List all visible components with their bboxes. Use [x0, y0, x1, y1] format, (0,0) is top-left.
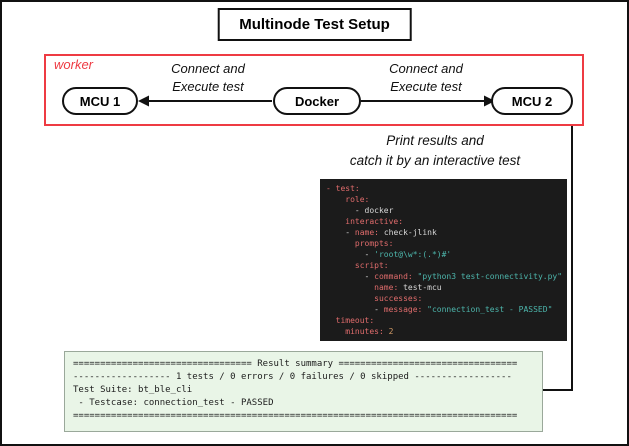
arrow-label-left: Connect and Execute test: [148, 60, 268, 96]
code-line: - name: check-jlink: [326, 228, 437, 237]
print-results-caption-line1: Print results and: [386, 133, 484, 148]
print-results-caption: Print results and catch it by an interac…: [302, 131, 568, 171]
worker-to-result-connector-vertical: [571, 126, 573, 391]
code-line: timeout:: [335, 316, 375, 325]
result-summary-block: ================================= Result…: [64, 351, 543, 432]
code-line: minutes: 2: [345, 327, 394, 336]
arrow-label-right: Connect and Execute test: [366, 60, 486, 96]
page-title: Multinode Test Setup: [217, 8, 412, 41]
node-docker-label: Docker: [294, 93, 340, 109]
result-line: - Testcase: connection_test - PASSED: [73, 398, 274, 408]
code-line: - docker: [326, 206, 394, 215]
result-line: ------------------ 1 tests / 0 errors / …: [73, 372, 512, 382]
code-line: interactive:: [345, 217, 404, 226]
result-line: ========================================…: [73, 411, 518, 421]
node-mcu1-label: MCU 1: [79, 93, 121, 109]
arrow-label-right-line1: Connect and: [389, 61, 463, 76]
node-mcu1: MCU 1: [62, 87, 138, 115]
worker-group-box: [44, 54, 584, 126]
code-line: prompts:: [354, 239, 394, 248]
code-line: - command: "python3 test-connectivity.py…: [326, 272, 563, 281]
arrow-label-left-line2: Execute test: [172, 79, 244, 94]
code-line: script:: [354, 261, 389, 270]
result-line: ================================= Result…: [73, 359, 518, 369]
code-line: - message: "connection_test - PASSED": [326, 305, 553, 314]
worker-group-label: worker: [54, 57, 94, 72]
code-line: role:: [345, 195, 370, 204]
node-mcu2-label: MCU 2: [511, 93, 553, 109]
node-docker: Docker: [273, 87, 361, 115]
yaml-code-block: - test: role: - docker interactive: - na…: [320, 179, 567, 341]
result-line: Test Suite: bt_ble_cli: [73, 385, 193, 395]
code-line: - test:: [326, 184, 360, 193]
code-line: successes:: [374, 294, 423, 303]
worker-to-result-connector-horizontal: [543, 389, 573, 391]
arrow-label-right-line2: Execute test: [390, 79, 462, 94]
print-results-caption-line2: catch it by an interactive test: [349, 153, 521, 168]
arrow-label-left-line1: Connect and: [171, 61, 245, 76]
code-line: - 'root@\w*:(.*)#': [326, 250, 452, 259]
code-line: name: test-mcu: [374, 283, 442, 292]
node-mcu2: MCU 2: [491, 87, 573, 115]
